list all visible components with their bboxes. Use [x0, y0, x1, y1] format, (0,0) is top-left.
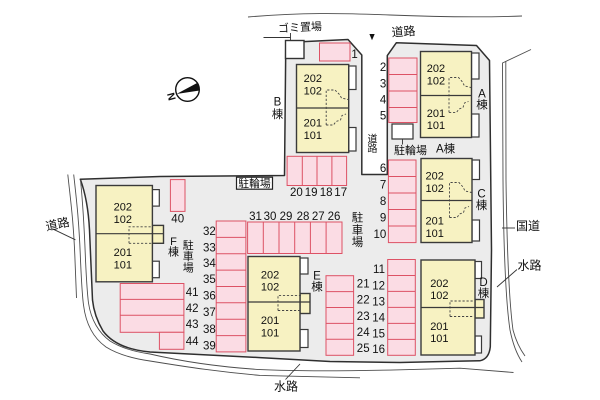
svg-text:6: 6 [380, 163, 386, 175]
svg-text:道路: 道路 [44, 214, 71, 234]
svg-text:18: 18 [320, 187, 333, 199]
svg-text:駐輪場: 駐輪場 [394, 143, 427, 157]
svg-text:駐: 駐 [352, 211, 364, 225]
svg-text:202: 202 [426, 171, 444, 183]
svg-text:29: 29 [280, 211, 293, 223]
svg-text:26: 26 [328, 211, 341, 223]
svg-text:棟: 棟 [168, 245, 179, 259]
svg-text:28: 28 [297, 211, 310, 223]
svg-text:5: 5 [380, 111, 386, 123]
svg-text:102: 102 [261, 282, 279, 294]
svg-text:38: 38 [203, 324, 216, 336]
svg-text:40: 40 [171, 213, 184, 225]
svg-text:20: 20 [290, 187, 303, 199]
svg-text:19: 19 [305, 187, 318, 199]
svg-text:102: 102 [304, 85, 322, 97]
svg-text:101: 101 [114, 259, 132, 271]
svg-text:13: 13 [372, 297, 385, 309]
svg-text:32: 32 [203, 226, 216, 238]
svg-text:201: 201 [304, 117, 322, 129]
svg-text:14: 14 [372, 313, 385, 325]
svg-text:道: 道 [368, 132, 378, 145]
svg-text:44: 44 [186, 336, 199, 348]
svg-text:202: 202 [427, 63, 445, 75]
svg-text:101: 101 [304, 130, 322, 142]
svg-text:水路: 水路 [274, 379, 298, 394]
svg-text:棟: 棟 [478, 286, 490, 300]
svg-text:場: 場 [183, 261, 194, 274]
svg-text:場: 場 [352, 236, 364, 249]
svg-text:D: D [479, 277, 487, 289]
svg-text:15: 15 [372, 328, 385, 340]
svg-text:35: 35 [203, 274, 216, 286]
svg-text:102: 102 [426, 183, 444, 195]
svg-text:43: 43 [186, 319, 199, 331]
svg-text:102: 102 [430, 290, 448, 302]
svg-text:101: 101 [427, 120, 445, 132]
svg-text:23: 23 [357, 311, 370, 323]
svg-text:36: 36 [203, 290, 216, 302]
svg-text:12: 12 [372, 280, 385, 292]
svg-text:棟: 棟 [476, 198, 488, 212]
svg-text:N: N [165, 91, 179, 101]
svg-text:駐: 駐 [183, 238, 194, 252]
svg-text:27: 27 [312, 211, 325, 223]
svg-text:B: B [274, 97, 282, 109]
svg-text:25: 25 [357, 343, 370, 355]
svg-text:16: 16 [372, 344, 385, 356]
svg-text:水路: 水路 [518, 258, 542, 273]
svg-text:駐輪場: 駐輪場 [238, 176, 271, 190]
svg-text:9: 9 [380, 213, 386, 225]
svg-text:30: 30 [264, 211, 277, 223]
svg-text:34: 34 [203, 258, 216, 270]
svg-text:C: C [477, 189, 485, 201]
svg-text:33: 33 [203, 242, 216, 254]
svg-text:4: 4 [380, 95, 387, 107]
svg-text:道路: 道路 [391, 23, 416, 40]
svg-text:42: 42 [186, 303, 199, 315]
svg-text:車: 車 [352, 223, 364, 237]
svg-text:国道: 国道 [516, 219, 540, 233]
svg-text:ゴミ置場: ゴミ置場 [278, 19, 323, 35]
svg-text:201: 201 [430, 321, 448, 333]
svg-text:7: 7 [380, 180, 386, 192]
svg-text:22: 22 [357, 295, 370, 307]
svg-text:3: 3 [380, 79, 386, 91]
svg-text:201: 201 [427, 108, 445, 120]
svg-text:101: 101 [426, 228, 444, 240]
svg-text:202: 202 [304, 73, 322, 85]
svg-text:101: 101 [261, 328, 279, 340]
svg-text:棟: 棟 [272, 107, 284, 121]
svg-text:A棟: A棟 [436, 141, 456, 155]
svg-text:37: 37 [203, 307, 216, 319]
svg-text:路: 路 [368, 142, 378, 155]
svg-text:41: 41 [186, 287, 199, 299]
svg-text:21: 21 [357, 279, 370, 291]
svg-text:E: E [313, 271, 321, 283]
svg-text:10: 10 [374, 229, 387, 241]
svg-text:棟: 棟 [311, 280, 323, 294]
svg-text:2: 2 [380, 62, 386, 74]
svg-text:102: 102 [114, 214, 132, 226]
svg-text:202: 202 [261, 269, 279, 281]
svg-text:棟: 棟 [476, 98, 488, 112]
svg-text:202: 202 [114, 202, 132, 214]
svg-text:202: 202 [430, 278, 448, 290]
svg-text:24: 24 [357, 327, 370, 339]
svg-text:201: 201 [426, 215, 444, 227]
svg-text:11: 11 [373, 264, 385, 276]
svg-text:31: 31 [249, 211, 262, 223]
svg-text:車: 車 [183, 249, 194, 263]
svg-text:201: 201 [114, 247, 132, 259]
svg-text:17: 17 [334, 187, 347, 199]
svg-text:39: 39 [203, 340, 216, 352]
svg-text:8: 8 [380, 196, 386, 208]
svg-text:F: F [170, 236, 177, 248]
svg-text:201: 201 [261, 315, 279, 327]
svg-text:102: 102 [427, 76, 445, 88]
svg-text:A: A [478, 89, 486, 101]
svg-text:1: 1 [351, 49, 357, 61]
svg-text:101: 101 [430, 333, 448, 345]
